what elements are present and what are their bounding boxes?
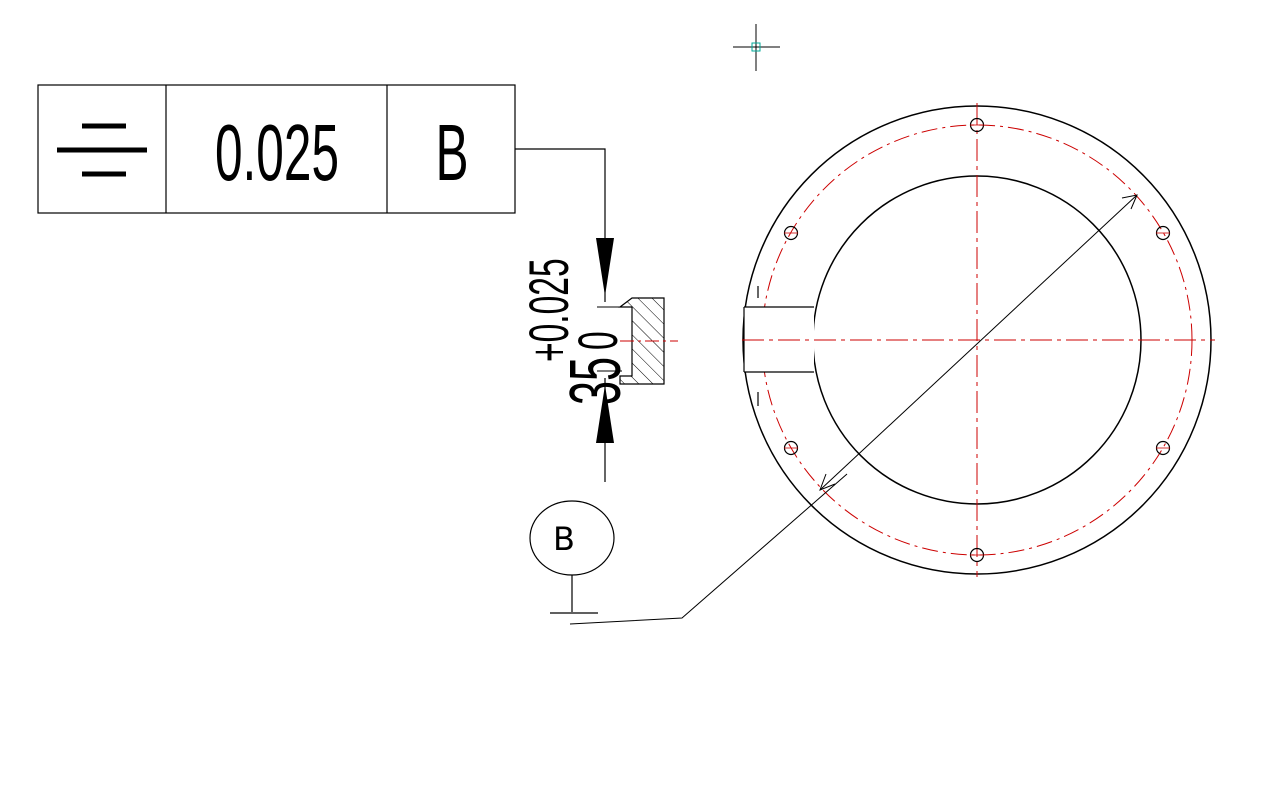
flange-plan-view[interactable]: [569, 103, 1215, 625]
fcf-datum-reference: B: [435, 109, 468, 198]
fcf-tolerance-value: 0.025: [215, 109, 339, 198]
datum-symbol[interactable]: B: [529, 500, 615, 614]
arrowhead-bottom: [596, 385, 614, 443]
dimension-text-group: 35 +0.025 0: [517, 258, 636, 405]
feature-control-frame[interactable]: 0.025 B: [37, 84, 606, 238]
keyway-slot: [743, 286, 814, 406]
section-hatched-area: [618, 297, 665, 385]
symmetry-icon: [57, 123, 147, 177]
datum-label: B: [553, 520, 575, 558]
dimension-lower-deviation: 0: [566, 331, 629, 350]
arrowhead-top: [596, 238, 614, 296]
diameter-leader: [569, 194, 1138, 625]
section-view[interactable]: [618, 297, 678, 385]
crosshair-cursor-icon[interactable]: [733, 24, 780, 71]
dimension-35[interactable]: 35 +0.025 0: [517, 238, 636, 482]
fcf-leader-line: [515, 148, 606, 238]
dimension-upper-deviation: +0.025: [517, 258, 580, 362]
cursor-pickbox: [751, 42, 761, 52]
bolt-holes: [783, 117, 1171, 563]
